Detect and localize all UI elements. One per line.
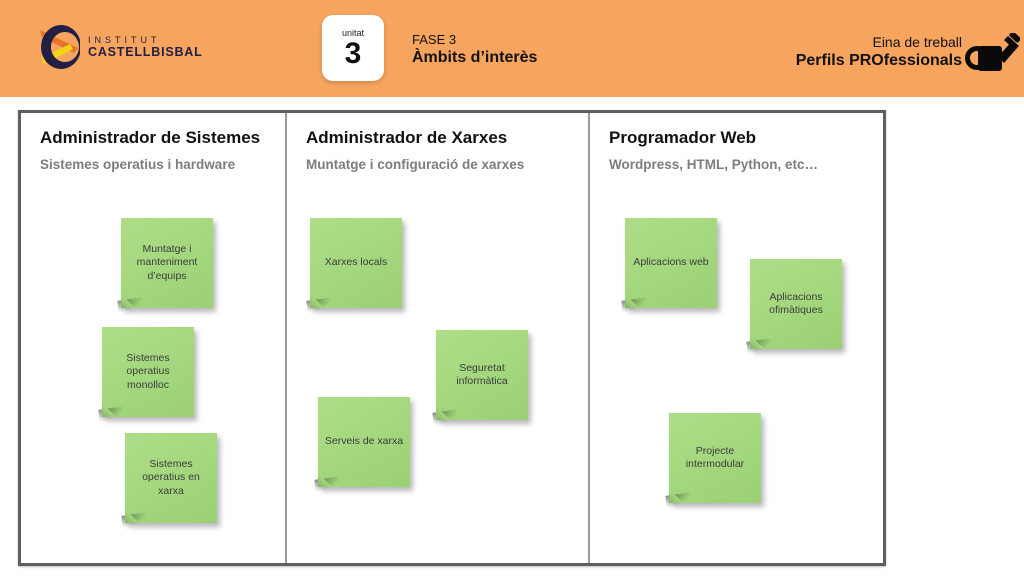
unit-badge: unitat 3	[322, 15, 384, 81]
phase-label: FASE 3	[412, 32, 457, 47]
sticky-note[interactable]: Xarxes locals	[310, 218, 402, 308]
institut-castellbisbal-logo: INSTITUT CASTELLBISBAL	[40, 24, 203, 70]
sticky-note[interactable]: Aplicacions web	[625, 218, 717, 308]
tool-title: Perfils PROfessionals	[795, 52, 962, 69]
crescent-logo-icon	[40, 25, 80, 69]
sticky-note[interactable]: Muntatge i manteniment d’equips	[121, 218, 213, 308]
sticky-note[interactable]: Sistemes operatius monolloc	[102, 327, 194, 417]
unit-badge-label: unitat	[341, 27, 365, 38]
app-header: INSTITUT CASTELLBISBAL unitat 3 FASE 3 À…	[0, 0, 1024, 97]
logo-line1: INSTITUT	[88, 34, 161, 45]
column-title: Administrador de Xarxes	[306, 128, 508, 147]
sticky-note-text: Muntatge i manteniment d’equips	[136, 243, 198, 282]
column-subtitle: Muntatge i configuració de xarxes	[306, 157, 525, 172]
sticky-note-text: Aplicacions ofimàtiques	[769, 290, 823, 316]
column-programador-web: Programador Web Wordpress, HTML, Python,…	[590, 113, 881, 563]
sticky-note-text: Sistemes operatius monolloc	[126, 352, 170, 391]
page-title: Àmbits d’interès	[412, 49, 538, 66]
worksheet-board: Administrador de Sistemes Sistemes opera…	[18, 110, 886, 566]
column-title: Administrador de Sistemes	[40, 128, 261, 147]
sticky-note[interactable]: Sistemes operatius en xarxa	[125, 433, 217, 523]
sticky-note-text: Aplicacions web	[633, 256, 709, 269]
sticky-note-text: Sistemes operatius en xarxa	[142, 458, 200, 497]
logo-line2: CASTELLBISBAL	[88, 44, 203, 59]
tool-block: Eina de treball Perfils PROfessionals	[796, 34, 962, 70]
sticky-note-text: Projecte intermodular	[685, 444, 745, 470]
phase-block: FASE 3 Àmbits d’interès	[412, 32, 537, 67]
column-administrador-xarxes: Administrador de Xarxes Muntatge i confi…	[287, 113, 590, 563]
sticky-note-text: Serveis de xarxa	[324, 435, 404, 448]
sticky-note[interactable]: Serveis de xarxa	[318, 397, 410, 487]
sticky-note[interactable]: Aplicacions ofimàtiques	[750, 259, 842, 349]
sticky-note-text: Seguretat informàtica	[456, 361, 508, 387]
column-administrador-sistemes: Administrador de Sistemes Sistemes opera…	[21, 113, 287, 563]
sticky-note-text: Xarxes locals	[324, 256, 388, 269]
watering-can-icon	[965, 33, 1020, 71]
column-subtitle: Sistemes operatius i hardware	[40, 157, 236, 172]
sticky-note[interactable]: Seguretat informàtica	[436, 330, 528, 420]
tool-subtitle: Eina de treball	[872, 34, 962, 50]
column-title: Programador Web	[609, 128, 757, 147]
sticky-note[interactable]: Projecte intermodular	[669, 413, 761, 503]
column-subtitle: Wordpress, HTML, Python, etc…	[609, 157, 819, 172]
unit-badge-number: 3	[344, 36, 362, 70]
